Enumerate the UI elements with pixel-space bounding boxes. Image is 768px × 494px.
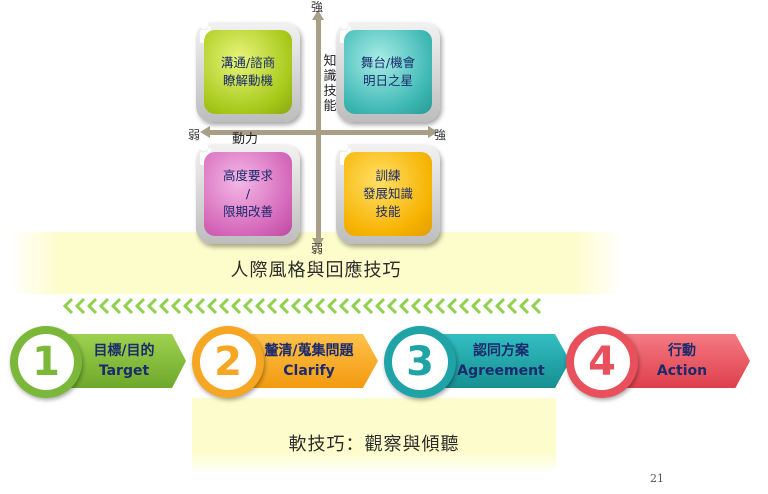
chevron-left-icon xyxy=(410,297,422,315)
tile-text: 溝通/諮商 瞭解動機 xyxy=(220,55,276,88)
chevron-left-icon xyxy=(326,297,338,315)
chevron-left-icon xyxy=(530,297,542,315)
step-number: 1 xyxy=(18,334,74,390)
chevron-left-icon xyxy=(242,297,254,315)
page-number: 21 xyxy=(650,472,664,485)
chevron-left-icon xyxy=(338,297,350,315)
chevron-left-icon xyxy=(230,297,242,315)
chevron-left-icon xyxy=(314,297,326,315)
step-subtitle: Action xyxy=(656,363,708,379)
chevron-left-icon xyxy=(302,297,314,315)
chevron-left-icon xyxy=(194,297,206,315)
arrow-left-icon xyxy=(200,126,210,138)
vertical-axis-label: 知識技能 xyxy=(323,54,337,114)
step-circle-4: 4 xyxy=(566,326,638,398)
chevron-left-icon xyxy=(170,297,182,315)
chevron-left-icon xyxy=(458,297,470,315)
arrow-down-icon xyxy=(312,238,324,248)
chevron-left-icon xyxy=(434,297,446,315)
step-number: 2 xyxy=(200,334,256,390)
quadrant-tile-bottom-left: 高度要求 / 限期改善 xyxy=(196,143,300,244)
chevron-left-icon xyxy=(482,297,494,315)
step-circle-2: 2 xyxy=(192,326,264,398)
chevron-left-icon xyxy=(98,297,110,315)
chevron-left-icon xyxy=(182,297,194,315)
step-subtitle: Target xyxy=(98,363,150,379)
axis-bottom-label: 弱 xyxy=(311,242,324,256)
step-subtitle: Clarify xyxy=(283,363,335,379)
chevron-left-icon xyxy=(470,297,482,315)
middle-title: 人際風格與回應技巧 xyxy=(230,260,402,281)
axis-top-label: 強 xyxy=(311,0,324,14)
step-title: 認同方案 xyxy=(473,343,529,359)
chevron-left-icon xyxy=(62,297,74,315)
chevron-left-icon xyxy=(350,297,362,315)
chevron-left-icon xyxy=(86,297,98,315)
chevron-left-icon xyxy=(422,297,434,315)
chevron-left-icon xyxy=(110,297,122,315)
arrow-up-icon xyxy=(312,10,324,20)
bottom-title: 軟技巧：觀察與傾聽 xyxy=(288,434,460,455)
tile-text: 高度要求 / 限期改善 xyxy=(222,168,273,219)
chevron-left-icon xyxy=(278,297,290,315)
horizontal-axis xyxy=(208,130,430,135)
chevron-left-icon xyxy=(122,297,134,315)
tile-text: 訓練 發展知識 技能 xyxy=(362,168,413,219)
step-number: 4 xyxy=(574,334,630,390)
chevron-left-icon xyxy=(134,297,146,315)
chevron-left-icon xyxy=(74,297,86,315)
horizontal-axis-label: 動力 xyxy=(232,132,259,147)
chevron-left-icon xyxy=(158,297,170,315)
tile-text: 舞台/機會 明日之星 xyxy=(360,55,416,88)
step-title: 行動 xyxy=(668,343,696,359)
chevron-left-icon xyxy=(374,297,386,315)
chevron-left-icon xyxy=(266,297,278,315)
axis-left-label: 弱 xyxy=(188,128,201,142)
chevron-left-icon xyxy=(254,297,266,315)
highlight-band-bottom xyxy=(192,398,556,474)
step-subtitle: Agreement xyxy=(457,363,545,379)
chevron-arrow-row xyxy=(62,297,554,317)
chevron-left-icon xyxy=(446,297,458,315)
chevron-left-icon xyxy=(494,297,506,315)
chevron-left-icon xyxy=(362,297,374,315)
step-circle-3: 3 xyxy=(384,326,456,398)
chevron-left-icon xyxy=(146,297,158,315)
chevron-left-icon xyxy=(290,297,302,315)
step-title: 釐清/蒐集問題 xyxy=(264,343,354,359)
quadrant-tile-top-right: 舞台/機會 明日之星 xyxy=(336,21,440,122)
step-circle-1: 1 xyxy=(10,326,82,398)
step-title: 目標/目的 xyxy=(93,343,155,359)
chevron-left-icon xyxy=(518,297,530,315)
axis-right-label: 強 xyxy=(434,128,447,142)
chevron-left-icon xyxy=(386,297,398,315)
arrow-right-icon xyxy=(428,126,438,138)
quadrant-tile-bottom-right: 訓練 發展知識 技能 xyxy=(336,143,440,244)
chevron-left-icon xyxy=(398,297,410,315)
chevron-left-icon xyxy=(506,297,518,315)
chevron-left-icon xyxy=(218,297,230,315)
quadrant-tile-top-left: 溝通/諮商 瞭解動機 xyxy=(196,21,300,122)
step-number: 3 xyxy=(392,334,448,390)
chevron-left-icon xyxy=(206,297,218,315)
vertical-axis xyxy=(316,18,321,240)
